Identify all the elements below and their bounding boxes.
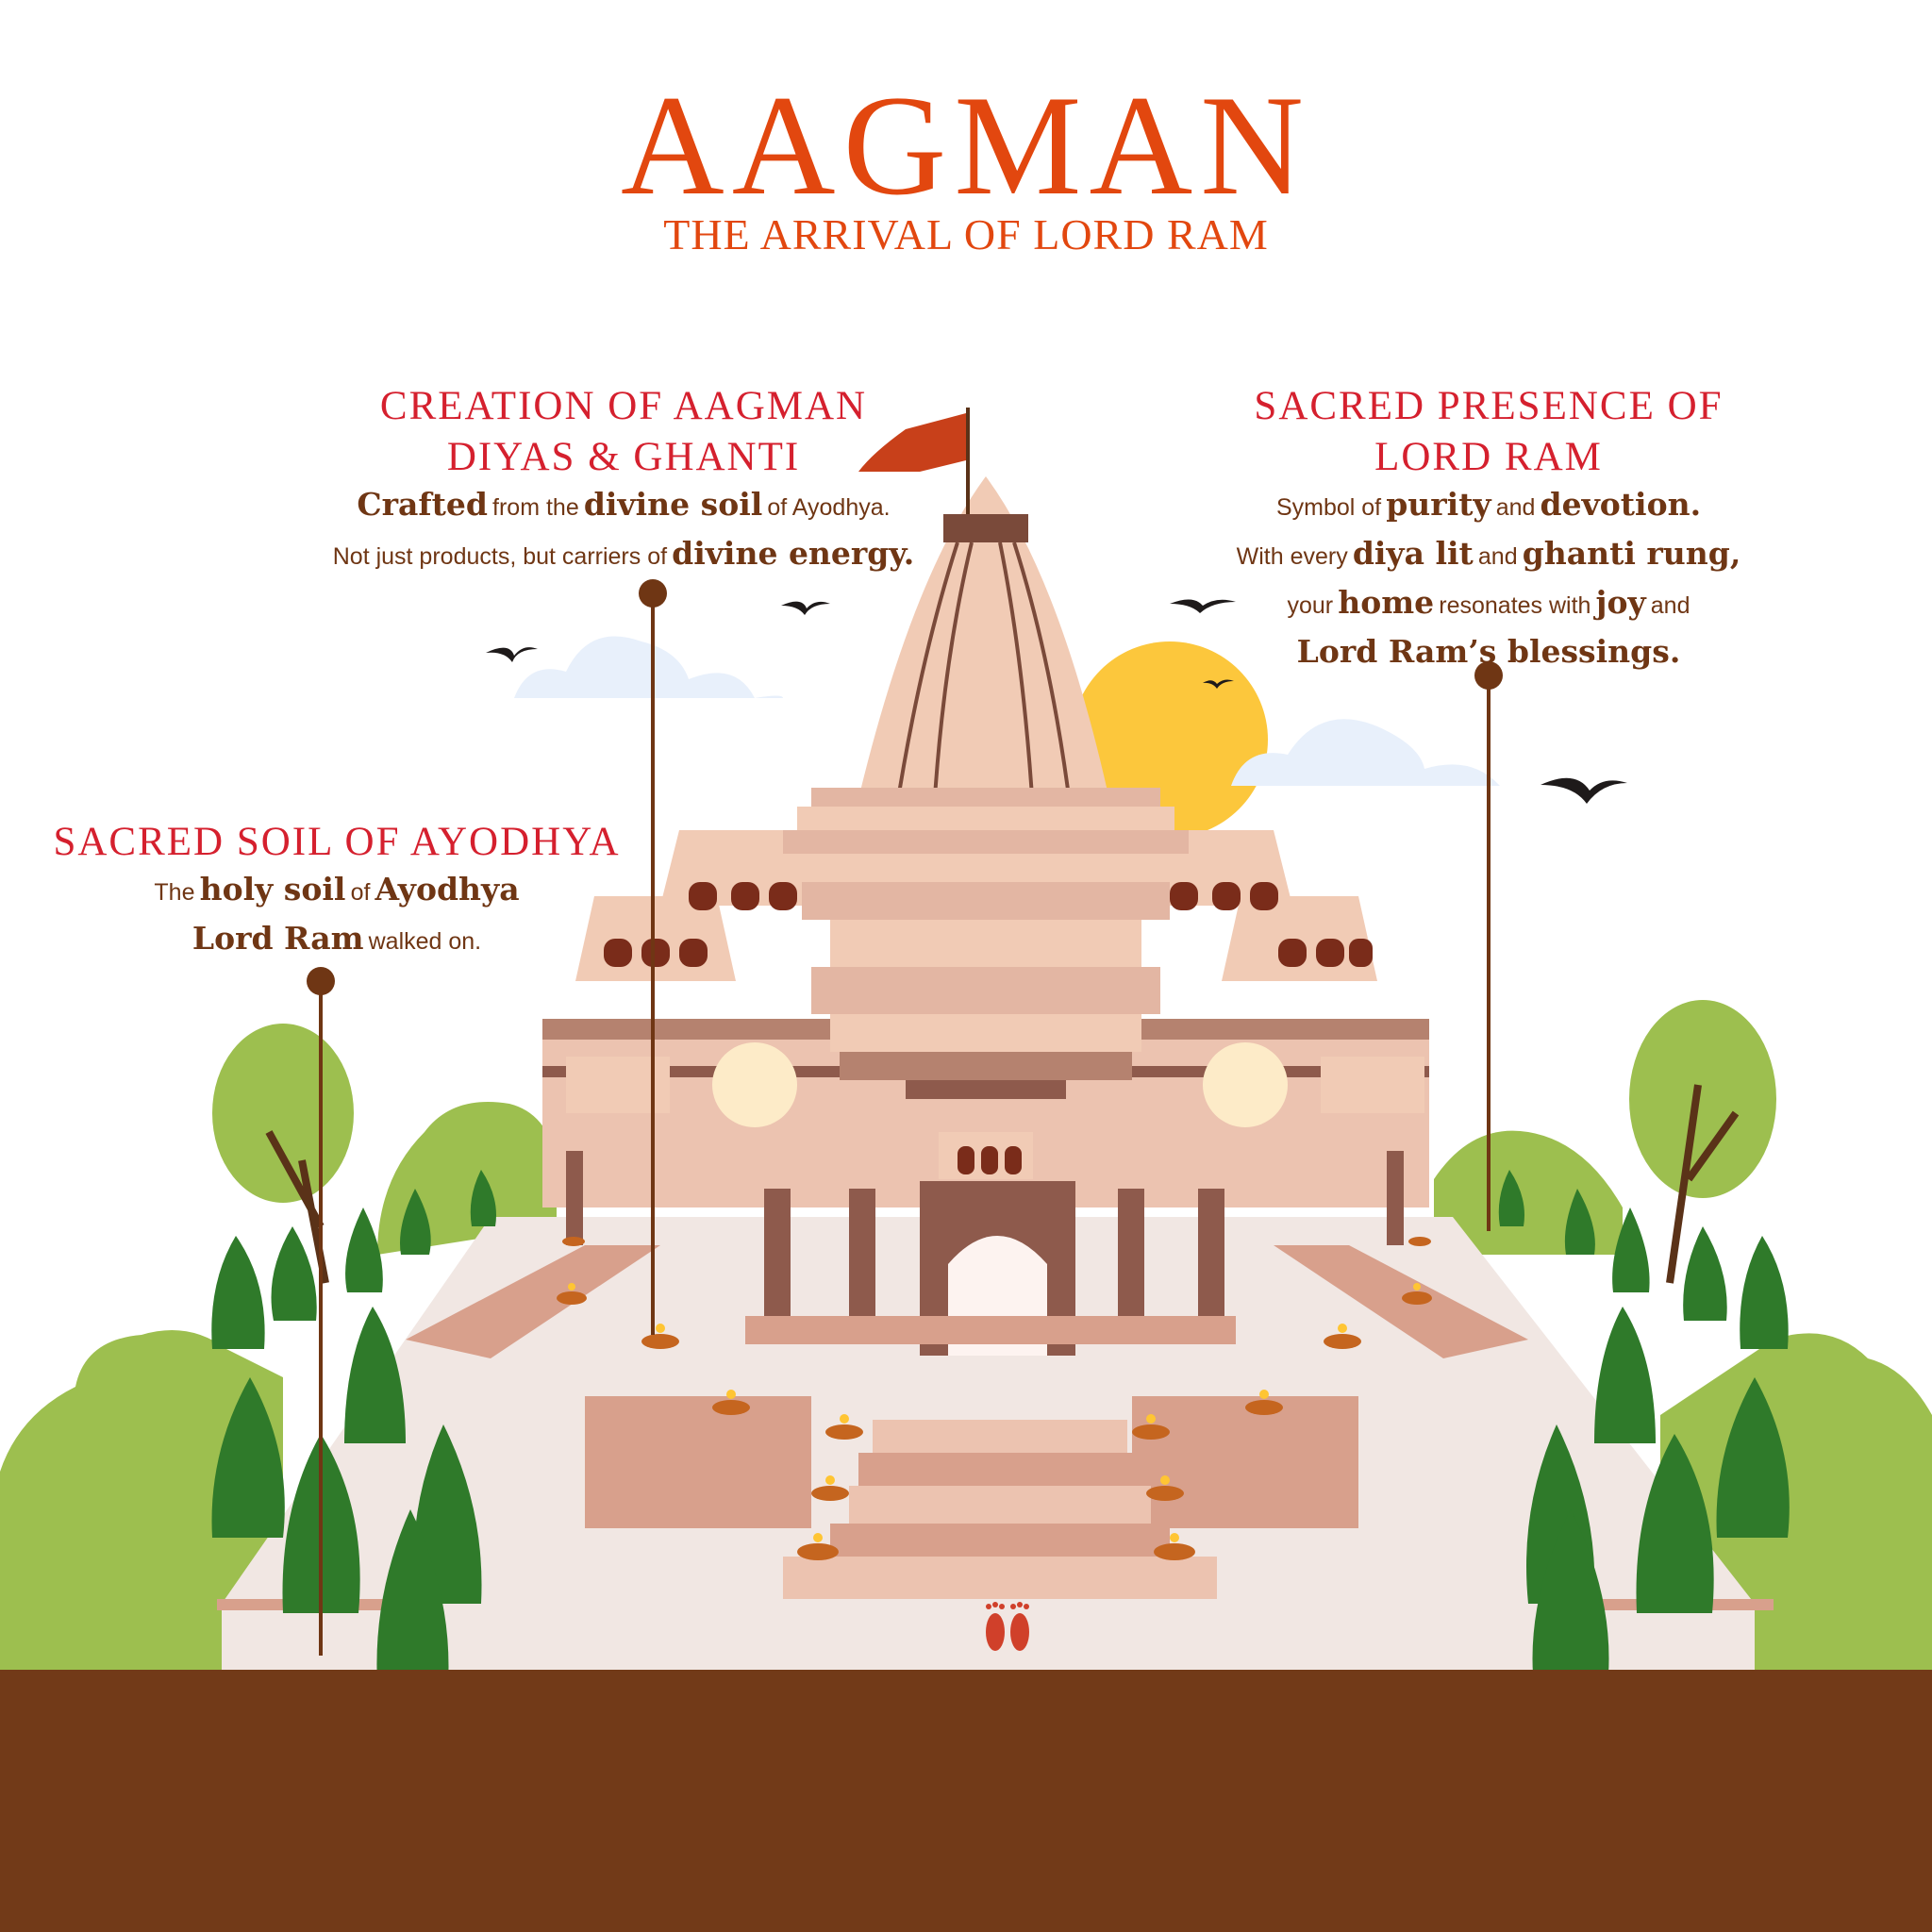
text-emphasis: diya lit <box>1352 535 1474 572</box>
tree-right <box>1629 1000 1776 1198</box>
callout-heading: LORD RAM <box>1374 435 1603 479</box>
callout-heading: DIYAS & GHANTI <box>446 435 801 479</box>
clouds <box>514 636 1500 786</box>
text: The <box>154 879 195 906</box>
text: walked on. <box>368 928 482 955</box>
text-emphasis: purity <box>1386 486 1491 523</box>
text: and <box>1477 543 1518 570</box>
text-emphasis: ghanti rung, <box>1522 535 1741 572</box>
conifer-trees <box>211 1170 1790 1684</box>
text-emphasis: Ayodhya <box>375 871 520 908</box>
callout-creation: CREATION OF AAGMAN DIYAS & GHANTI Crafte… <box>246 381 1001 581</box>
text-emphasis: Lord Ram’s blessings. <box>1296 633 1681 670</box>
text: Symbol of <box>1275 494 1382 521</box>
text-emphasis: Crafted <box>357 486 488 523</box>
text-emphasis: joy <box>1595 584 1646 621</box>
text: With every <box>1236 543 1348 570</box>
text-emphasis: holy soil <box>199 871 346 908</box>
callout-soil: SACRED SOIL OF AYODHYA The holy soil of … <box>16 817 658 966</box>
hedges <box>0 1000 1932 1679</box>
saffron-flag <box>858 413 966 472</box>
text-emphasis: home <box>1338 584 1435 621</box>
text: from the <box>492 494 579 521</box>
callout-heading: SACRED PRESENCE OF <box>1254 384 1724 428</box>
page-subtitle: THE ARRIVAL OF LORD RAM <box>663 210 1269 258</box>
callout-heading: CREATION OF AAGMAN <box>379 384 868 428</box>
footprints-icon <box>986 1602 1029 1651</box>
birds <box>486 599 1627 804</box>
text: Not just products, but carriers of <box>332 543 668 570</box>
diyas <box>557 1237 1432 1560</box>
text-emphasis: divine soil <box>583 486 763 523</box>
temple-entrance <box>566 1099 1404 1356</box>
text: resonates with <box>1439 592 1591 619</box>
temple-spire <box>849 408 1118 840</box>
callout-presence: SACRED PRESENCE OF LORD RAM Symbol of pu… <box>1158 381 1819 679</box>
pin-presence <box>1474 661 1503 690</box>
soil-ground <box>0 1670 1932 1932</box>
text: of Ayodhya. <box>767 494 891 521</box>
text: of <box>350 879 371 906</box>
callout-pins <box>307 579 1503 1656</box>
page-title: AAGMAN <box>621 66 1311 225</box>
pin-soil <box>307 967 335 995</box>
text: your <box>1287 592 1334 619</box>
tree-left <box>212 1024 354 1203</box>
text: and <box>1495 494 1536 521</box>
text: and <box>1650 592 1690 619</box>
pin-creation <box>639 579 667 608</box>
text-emphasis: Lord Ram <box>192 920 364 957</box>
front-stairs <box>783 1420 1217 1599</box>
text-emphasis: devotion. <box>1540 486 1702 523</box>
text-emphasis: divine energy. <box>672 535 915 572</box>
callout-heading: SACRED SOIL OF AYODHYA <box>53 820 621 864</box>
